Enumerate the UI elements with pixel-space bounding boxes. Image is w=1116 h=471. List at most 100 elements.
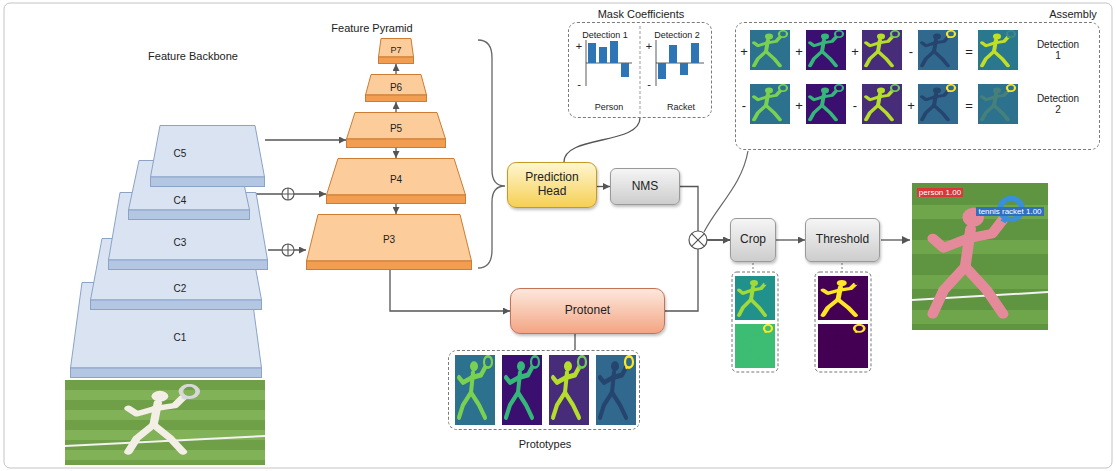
panel-text: + [646,40,652,53]
box-label: Threshold [816,233,869,247]
protonet-box: Protonet [510,288,665,334]
text-slot: Mask Coefficients [598,4,685,22]
text-slot: Detection 2 [654,24,700,42]
dashed-panel: Mask CoefficientsDetection 1+-PersonDete… [568,22,712,118]
text-slot: - [742,96,746,114]
slab-top-face [109,193,268,261]
panel-text: - [577,78,581,91]
text-slot: - [647,74,651,92]
box-label: Prediction Head [512,171,592,199]
layer-label: P3 [383,234,395,246]
connector [597,186,610,187]
text-slot: Assembly [1049,4,1097,22]
panel-heading: Prototypes [519,438,572,451]
pyramid-level: P7 [378,38,414,64]
panel-text: = [965,99,973,114]
layer-label: C3 [174,237,187,249]
text-slot: P6 [390,77,402,95]
text-slot: = [965,96,973,114]
detection-tag: person 1.00 [917,188,963,197]
slab-top-face [129,161,250,211]
slab-top-face [379,39,414,58]
backbone-layer: C5 [150,125,265,187]
text-slot: - [909,42,913,60]
slab-front-face [91,300,262,310]
layer-label: P5 [390,123,402,135]
process-box: NMS [610,168,680,205]
panel-heading: Mask Coefficients [598,8,685,21]
text-slot: - [577,74,581,92]
slab-top-face [151,126,265,178]
slab-top-face [307,215,472,262]
panel-text: - [742,99,746,114]
text-slot: Detection 1 [1033,39,1083,64]
text-slot: C2 [174,278,187,296]
text-slot: C3 [174,232,187,250]
text-slot: Feature Pyramid [331,18,412,36]
text-slot: Detection 1 [582,24,628,42]
text-slot: P4 [390,169,402,187]
panel-text: Racket [667,102,695,112]
pyramid-level: P5 [346,112,446,148]
slab-front-face [379,57,414,64]
panel-text: + [576,40,582,53]
text-slot: Person [595,96,624,114]
connector [265,139,346,140]
panel-text: Detection 1 [582,30,628,40]
layer-label: C4 [174,195,187,207]
panel-text: + [851,45,859,60]
layer-label: C1 [174,332,187,344]
dashed-panel: Assembly+++-=Detection 1-+-+=Detection 2 [735,22,1100,150]
panel-text: Detection 2 [654,30,700,40]
panel-text: Person [595,102,624,112]
prediction-head-box: Prediction Head [507,162,597,208]
text-slot: Prototypes [519,434,572,452]
text-slot: C4 [174,190,187,208]
connector [395,64,396,74]
text-slot: P7 [390,39,401,57]
slab-top-face [366,75,427,96]
slab-front-face [109,260,268,270]
panel-text: = [965,45,973,60]
slab-shape [150,125,265,187]
text-slot: - [853,96,857,114]
text-slot: C5 [174,143,187,161]
process-box: Crop [730,218,776,262]
text-slot: Detection 2 [1033,93,1083,118]
text-slot: P5 [390,118,402,136]
slab-top-face [327,159,466,196]
text-slot: = [965,42,973,60]
slab-top-face [71,283,262,369]
layer-label: P4 [390,174,402,186]
text-slot: C1 [174,327,187,345]
connector [395,148,396,158]
panel-text: - [909,45,913,60]
text-slot: Racket [667,96,695,114]
panel-text: + [795,99,803,114]
slab-front-face [347,139,446,148]
connector [390,270,510,311]
panel-text: Detection 1 [1033,39,1083,62]
slab-front-face [307,261,472,270]
process-box: Threshold [805,218,880,262]
layer-label: C5 [174,148,187,160]
slab-front-face [327,195,466,204]
section-label: Feature Backbone [148,50,238,63]
slab-top-face [91,239,262,301]
box-label: NMS [632,180,659,194]
layer-label: P7 [390,45,401,55]
pyramid-level: P3 [306,214,472,270]
slab-front-face [71,368,262,378]
text-slot: person 1.00 [917,181,963,199]
text-slot: P3 [383,229,395,247]
box-label: Protonet [565,304,610,318]
text-slot: + [795,96,803,114]
text-slot: + [576,36,582,54]
text-slot: + [646,36,652,54]
slab-front-face [151,177,265,187]
connector [680,187,730,241]
slab-top-face [347,113,446,140]
detection-tag: tennis racket 1.00 [976,207,1043,216]
panel-text: + [795,45,803,60]
connector [574,334,575,350]
